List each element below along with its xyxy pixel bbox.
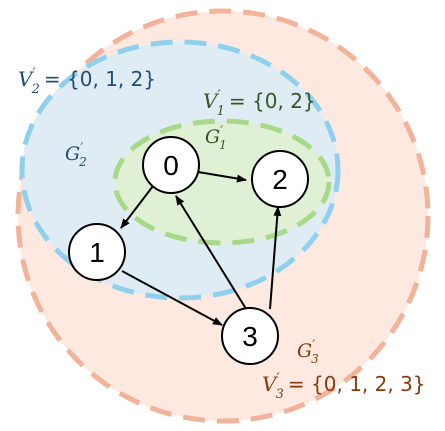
node-2: 2	[251, 150, 309, 208]
set-label-v1: V′1= {0, 2}	[203, 88, 316, 119]
graph-label-g3: G′3	[297, 338, 319, 366]
node-3-label: 3	[242, 321, 258, 352]
node-2-label: 2	[272, 164, 288, 195]
node-1: 1	[68, 223, 126, 281]
node-1-label: 1	[89, 237, 105, 268]
edge-0-2	[197, 171, 247, 183]
edge-3-0	[175, 195, 249, 313]
set-label-v2: V′2= {0, 1, 2}	[18, 66, 156, 97]
edge-0-1	[120, 185, 154, 229]
node-0-label: 0	[163, 150, 179, 181]
node-3: 3	[221, 307, 279, 365]
set-label-v3: V′3= {0, 1, 2, 3}	[262, 371, 426, 402]
edge-3-2	[269, 206, 282, 310]
edges-group	[120, 171, 282, 326]
edge-1-3	[121, 270, 223, 326]
graph-label-g1: G′1	[205, 124, 227, 152]
graph-label-g2: G′2	[65, 141, 87, 169]
node-0: 0	[142, 136, 200, 194]
